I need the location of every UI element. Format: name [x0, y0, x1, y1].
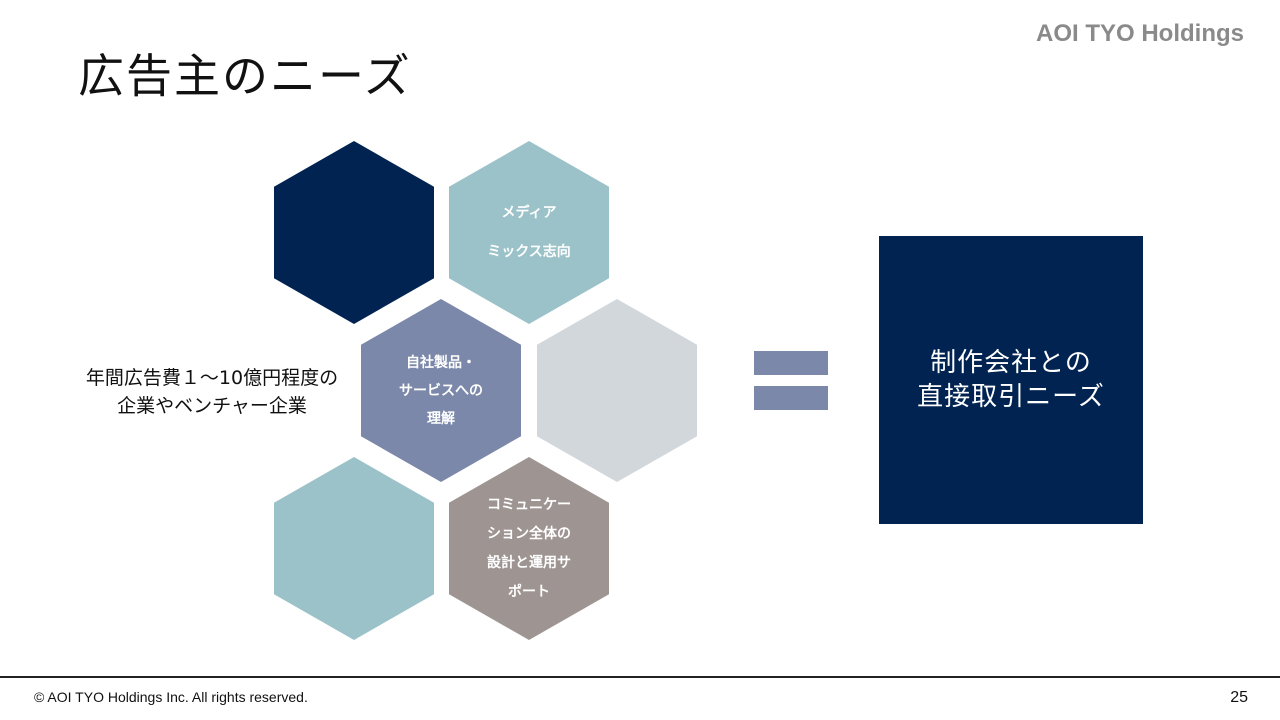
hexagon-product-understanding-line-2: サービスへの	[399, 382, 483, 399]
hexagon-communication-design-line-4: ポート	[508, 583, 550, 600]
equals-sign-bottom-bar	[754, 386, 828, 410]
hexagon-dark-navy	[274, 141, 434, 324]
hexagon-media-mix-line-1: メディア	[501, 204, 557, 221]
page-number: 25	[1230, 689, 1248, 706]
footer-divider	[0, 676, 1280, 678]
target-advertiser-label-line-1: 年間広告費１～10億円程度の	[85, 367, 339, 389]
hexagon-communication-design-line-2: ション全体の	[487, 525, 571, 542]
direct-transaction-needs-line-1: 制作会社との	[930, 348, 1092, 378]
hexagon-light-gray	[537, 299, 697, 482]
brand-logo-text: AOI TYO Holdings	[1036, 20, 1244, 47]
target-advertiser-label: 年間広告費１～10億円程度の 企業やベンチャー企業	[62, 364, 362, 420]
target-advertiser-label-line-2: 企業やベンチャー企業	[117, 395, 307, 417]
hexagon-product-understanding: 自社製品・ サービスへの 理解	[361, 299, 521, 482]
hexagon-product-understanding-line-1: 自社製品・	[406, 354, 476, 371]
hexagon-light-teal	[274, 457, 434, 640]
hexagon-media-mix-line-2: ミックス志向	[487, 243, 571, 260]
direct-transaction-needs-box: 制作会社との 直接取引ニーズ	[879, 236, 1143, 524]
hexagon-communication-design-line-1: コミュニケー	[487, 496, 571, 513]
equals-sign-top-bar	[754, 351, 828, 375]
direct-transaction-needs-line-2: 直接取引ニーズ	[917, 382, 1105, 412]
slide-title: 広告主のニーズ	[78, 49, 412, 103]
copyright-notice: © AOI TYO Holdings Inc. All rights reser…	[34, 689, 308, 705]
hexagon-media-mix: メディア ミックス志向	[449, 141, 609, 324]
hexagon-communication-design: コミュニケー ション全体の 設計と運用サ ポート	[449, 457, 609, 640]
hexagon-communication-design-line-3: 設計と運用サ	[487, 554, 571, 571]
hexagon-product-understanding-line-3: 理解	[427, 410, 455, 427]
